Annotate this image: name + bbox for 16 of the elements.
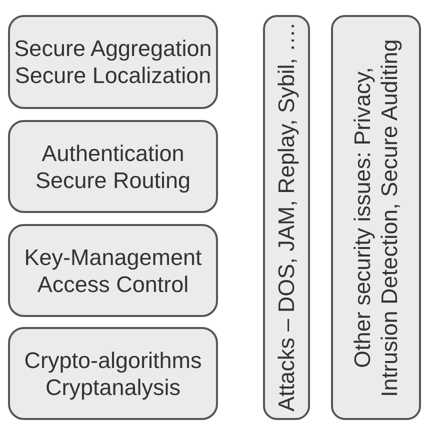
- layer-label: Key-Management: [24, 244, 202, 270]
- layer-label: Secure Localization: [14, 62, 212, 89]
- layer-label: Cryptanalysis: [45, 374, 181, 400]
- side-panel: [331, 15, 421, 420]
- side-panel: [263, 15, 310, 420]
- layer-box: [8, 120, 218, 213]
- layer-box: [8, 15, 218, 109]
- panel-label: Attacks – DOS, JAM, Replay, Sybil, ….: [273, 23, 300, 412]
- layer-label: Secure Aggregation: [14, 35, 212, 62]
- panel-label: Other security issues: Privacy, Intrusion Detection, Secure Auditing: [349, 38, 403, 398]
- layer-label: Access Control: [37, 270, 189, 298]
- layer-box: [8, 327, 218, 420]
- layer-label: Crypto-algorithms: [24, 346, 202, 374]
- layer-label: Authentication: [42, 140, 184, 166]
- layer-label: Secure Routing: [35, 166, 191, 194]
- layer-box: [8, 224, 218, 317]
